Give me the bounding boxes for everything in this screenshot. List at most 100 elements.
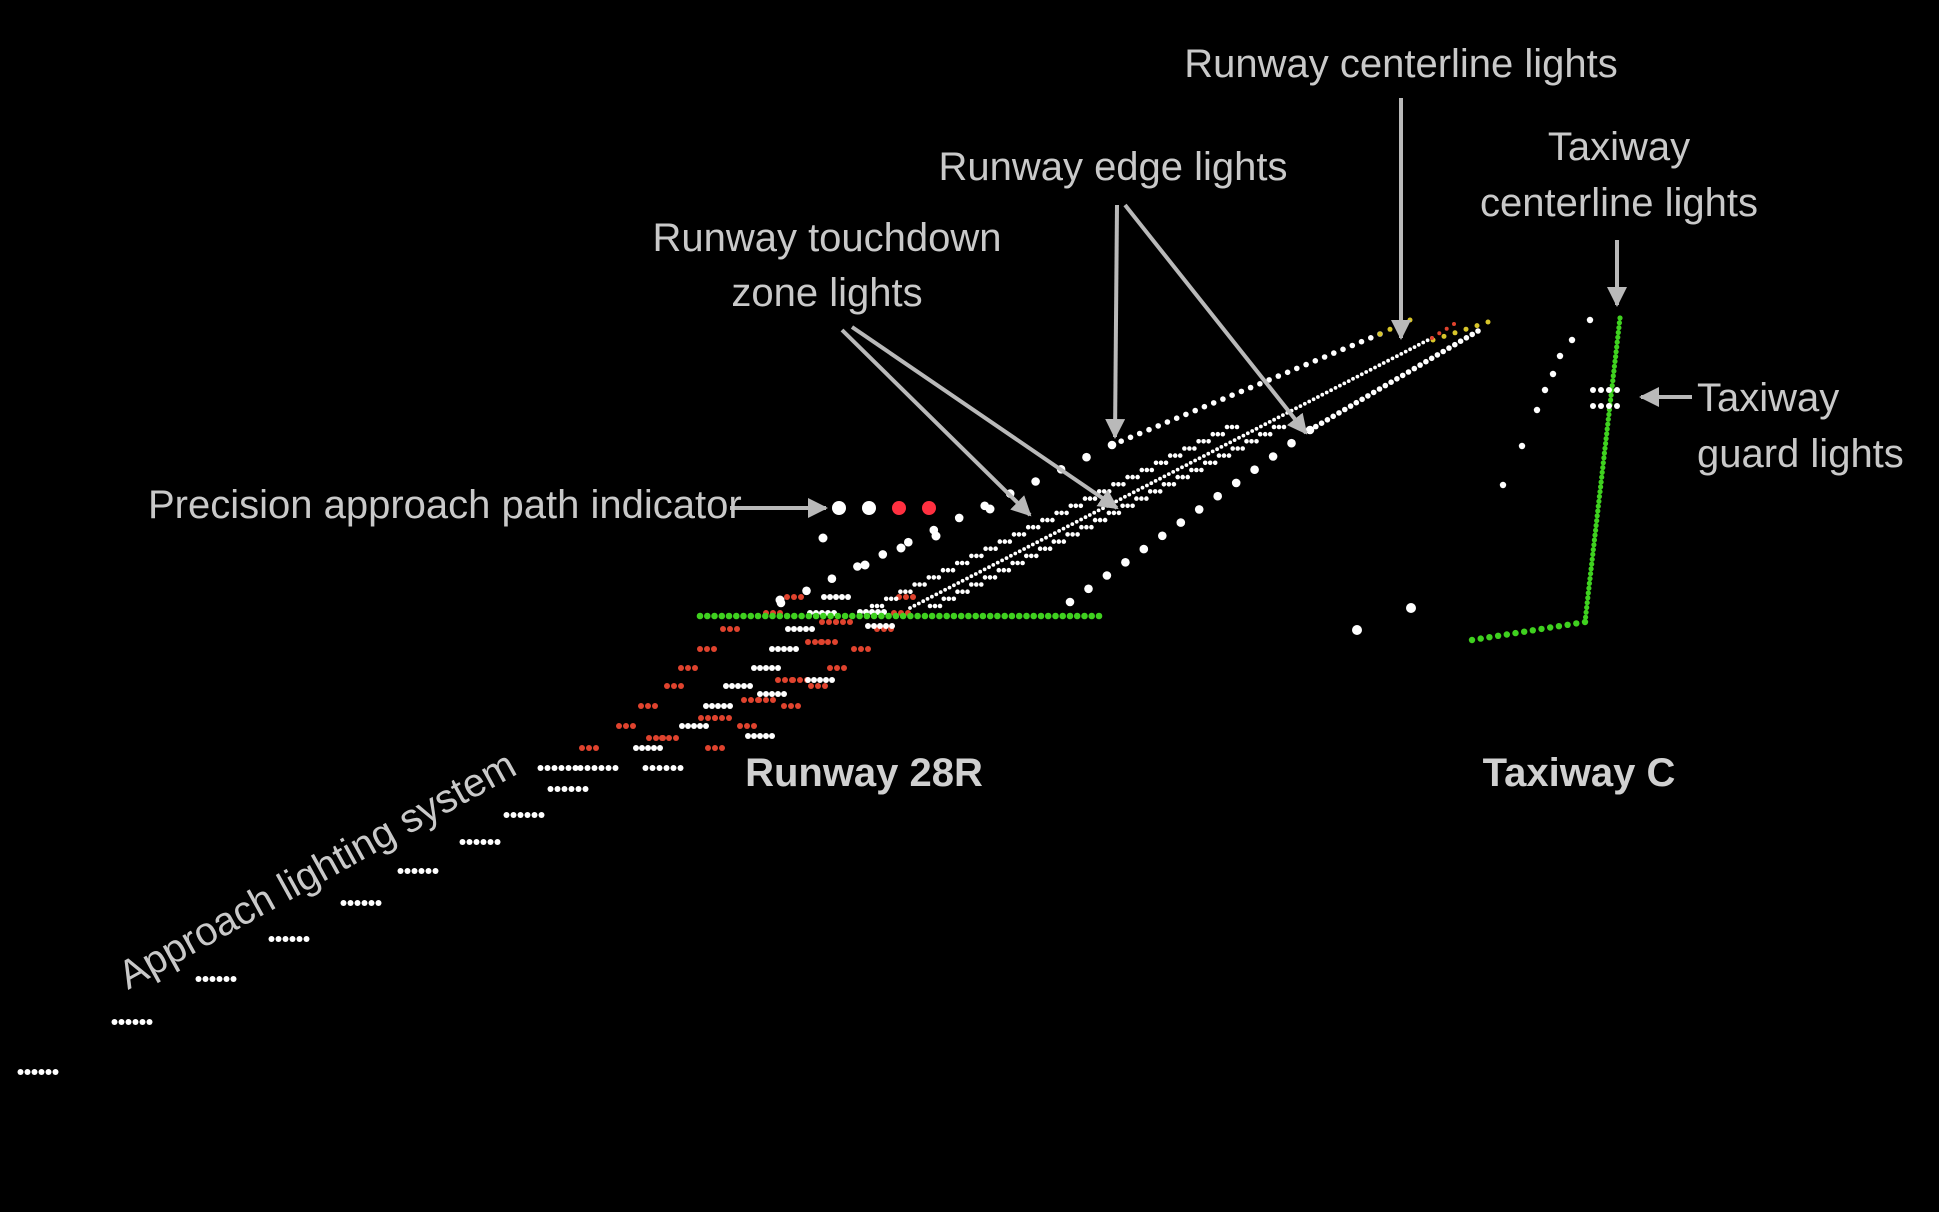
runway-centerline-light [1188,460,1193,465]
runway-centerline-light [1158,476,1162,481]
approach-light [418,868,425,874]
approach-red-light [819,619,825,625]
approach-light [568,786,575,792]
runway-edge-light [1376,386,1383,392]
touchdown-zone-light [1125,474,1130,480]
approach-light [538,812,545,818]
runway-centerline-light [921,599,926,604]
runway-centerline-light [973,572,978,576]
taxiway-guard-lights [1590,387,1620,409]
runway-centerline-light [1355,374,1360,379]
taxiway-centerline-light [1538,625,1545,633]
runway-centerline-light [1092,510,1097,515]
approach-red-light [827,665,833,671]
taxiway-centerline-light [1615,329,1621,336]
approach-red-light [741,697,747,703]
runway-centerline-light [1386,358,1390,363]
runway-centerline-light [1377,363,1382,368]
runway-centerline-light [1237,435,1241,440]
touchdown-zone-light [974,582,979,587]
runway-edge-light [1146,426,1152,433]
papi-lights [832,501,936,515]
approach-light [517,812,524,818]
runway-edge-light [860,560,870,570]
runway-edge-light [1192,407,1198,414]
touchdown-zone-light [1175,474,1180,480]
approach-light [751,665,757,671]
approach-red-light [784,594,790,600]
runway-centerline-light [1184,463,1189,467]
taxiway-centerline-light [1602,445,1608,451]
runway-edge-light-yellow [1377,331,1383,337]
runway-distant-light [1568,336,1576,344]
touchdown-zone-light [1153,460,1159,466]
runway-centerline-light [1026,544,1031,549]
touchdown-zone-light [874,603,880,609]
touchdown-zone-light [979,582,984,587]
runway-edge-light [1440,348,1446,355]
touchdown-zone-light [1106,489,1112,494]
approach-light [769,733,775,739]
approach-light [139,1019,146,1025]
touchdown-zone-light [1015,560,1020,566]
taxiway-centerline-light [1608,392,1614,398]
runway-centerline-light [1250,429,1255,433]
runway-centerline-light [1294,406,1298,411]
approach-light [605,765,612,771]
approach-red-light [711,646,717,652]
touchdown-zone-light [1177,453,1183,458]
approach-light [340,900,347,906]
touchdown-zone-light [987,575,993,580]
approach-light [785,626,791,632]
runway-edge-light [1229,392,1235,399]
runway-edge-light [1201,403,1208,410]
runway-edge-light [775,595,785,605]
threshold-light [820,612,827,620]
runway-edge-light [1318,420,1325,427]
taxiway-centerline-light [1614,344,1620,350]
taxiway-guard-light [1598,387,1604,393]
threshold-light [798,612,805,620]
taxiway-centerline-light [1611,368,1617,374]
runway-edge-light [1213,491,1222,501]
runway-centerline-light [987,565,991,570]
taxiway-centerline-light [1587,576,1593,582]
touchdown-zone-light [1226,453,1232,458]
touchdown-zone-light [1120,503,1125,509]
approach-light [757,691,763,697]
runway-centerline-light [1022,547,1026,551]
taxiway-centerline-light [1608,397,1614,403]
approach-light [745,733,751,739]
touchdown-zone-light [1065,532,1070,537]
taxiway-centerline-lights [1468,315,1623,644]
runway-edge-light [1127,434,1134,441]
taxiway-centerline-light [1612,358,1618,364]
runway-centerline-light [1101,506,1105,511]
touchdown-zone-light [1271,424,1277,430]
taxiway-centerline-light [1583,614,1589,620]
runway-edge-light [1210,400,1217,406]
runway-edge-light [1358,338,1365,345]
approach-red-light [666,735,672,741]
runway-edge-light-yellow [1463,326,1469,332]
taxiway-centerline-light [1590,547,1596,553]
approach-light [598,765,605,771]
approach-light [524,812,531,818]
threshold-light [769,612,776,620]
approach-light [677,765,684,771]
runway-centerline-light [1263,422,1268,427]
runway-centerline-light [1373,365,1377,370]
touchdown-zone-light [1102,517,1108,523]
runway-centerline-light [1342,381,1347,386]
runway-centerline-light [1338,383,1342,388]
runway-centerline-light [1127,492,1132,497]
touchdown-zone-light [922,582,927,587]
approach-light [612,765,619,771]
approach-light [575,786,582,792]
approach-red-light [719,715,725,721]
approach-light [537,765,544,771]
touchdown-zone-light [931,575,937,580]
runway-distant-light [1586,316,1594,324]
touchdown-zone-light [1078,503,1084,509]
runway-centerline-light [1351,376,1355,381]
